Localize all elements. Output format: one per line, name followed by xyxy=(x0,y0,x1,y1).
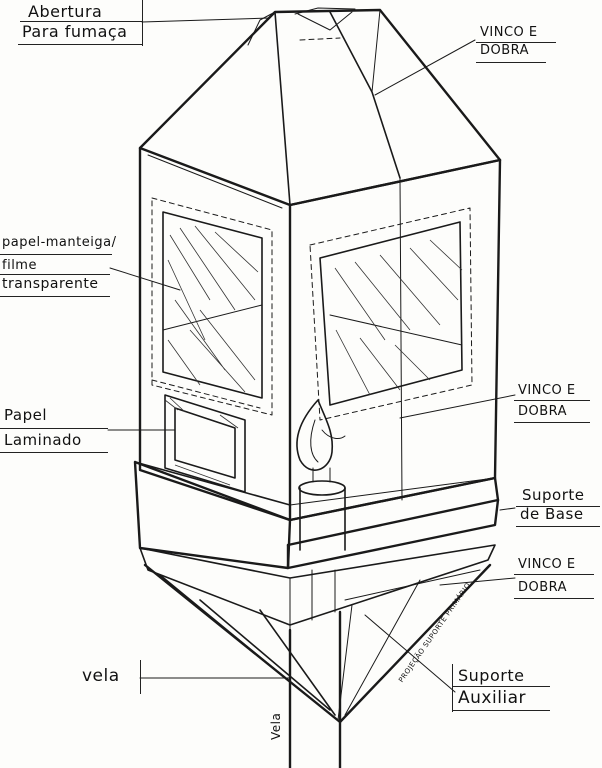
base-tray xyxy=(133,460,500,631)
label-papel: papel-manteiga/ filme transparente xyxy=(2,236,116,291)
leader-laminado-b xyxy=(0,452,108,453)
label-vela-vertical: Vela xyxy=(269,712,283,740)
label-papel-line1: papel-manteiga/ xyxy=(2,235,117,250)
leader-suporte-base-a xyxy=(516,506,600,507)
label-suporte-aux-line1: Suporte xyxy=(458,666,525,685)
label-laminado-line1: Papel xyxy=(4,406,47,424)
leader-vinco-top-b xyxy=(476,62,546,63)
leader-vela-a xyxy=(140,660,141,694)
leader-papel-c xyxy=(0,296,110,297)
leader-suporte-aux-a xyxy=(452,686,550,687)
leader-vinco-mid-b xyxy=(514,422,590,423)
leader-vinco-mid-a xyxy=(514,400,590,401)
label-laminado-line2: Laminado xyxy=(4,431,82,449)
leader-vinco-top-a xyxy=(476,42,556,43)
leader-vinco-low-a xyxy=(514,574,594,575)
label-suporte-base-line1: Suporte xyxy=(522,486,585,504)
label-vinco-low: VINCO E DOBRA xyxy=(518,558,576,594)
label-vinco-top-line2: DOBRA xyxy=(480,43,530,58)
label-abertura: Abertura Para fumaça xyxy=(22,2,127,40)
label-vinco-top: VINCO E DOBRA xyxy=(480,26,538,57)
label-vinco-top-line1: VINCO E xyxy=(480,25,538,40)
label-suporte-base: Suporte de Base xyxy=(520,486,585,523)
label-abertura-line1: Abertura xyxy=(28,2,103,21)
label-vinco-mid-line1: VINCO E xyxy=(518,383,576,398)
leader-abertura-c xyxy=(142,0,143,46)
label-suporte-base-line2: de Base xyxy=(520,505,584,523)
leader-papel-a xyxy=(0,254,112,255)
leader-suporte-aux-b xyxy=(452,710,550,711)
label-vinco-mid-line2: DOBRA xyxy=(518,404,568,419)
label-suporte-aux-line2: Auxiliar xyxy=(458,688,527,708)
label-abertura-line2: Para fumaça xyxy=(22,22,128,41)
label-vinco-mid: VINCO E DOBRA xyxy=(518,384,576,418)
leader-laminado-a xyxy=(0,428,108,429)
label-vela-left: vela xyxy=(82,666,120,686)
label-papel-line3: transparente xyxy=(2,276,99,292)
aux-support xyxy=(143,563,492,724)
label-vinco-low-line2: DOBRA xyxy=(518,580,568,595)
leader-suporte-aux-c xyxy=(452,664,453,712)
leader-vinco-low-b xyxy=(514,598,594,599)
label-papel-line2: filme xyxy=(2,258,37,273)
label-suporte-aux: Suporte Auxiliar xyxy=(458,668,526,707)
leader-papel-b xyxy=(0,274,110,275)
leader-suporte-base-b xyxy=(516,526,600,527)
label-vinco-low-line1: VINCO E xyxy=(518,557,576,572)
leader-abertura-a xyxy=(20,21,142,22)
leader-abertura-b xyxy=(18,44,142,45)
label-laminado: Papel Laminado xyxy=(4,408,82,448)
